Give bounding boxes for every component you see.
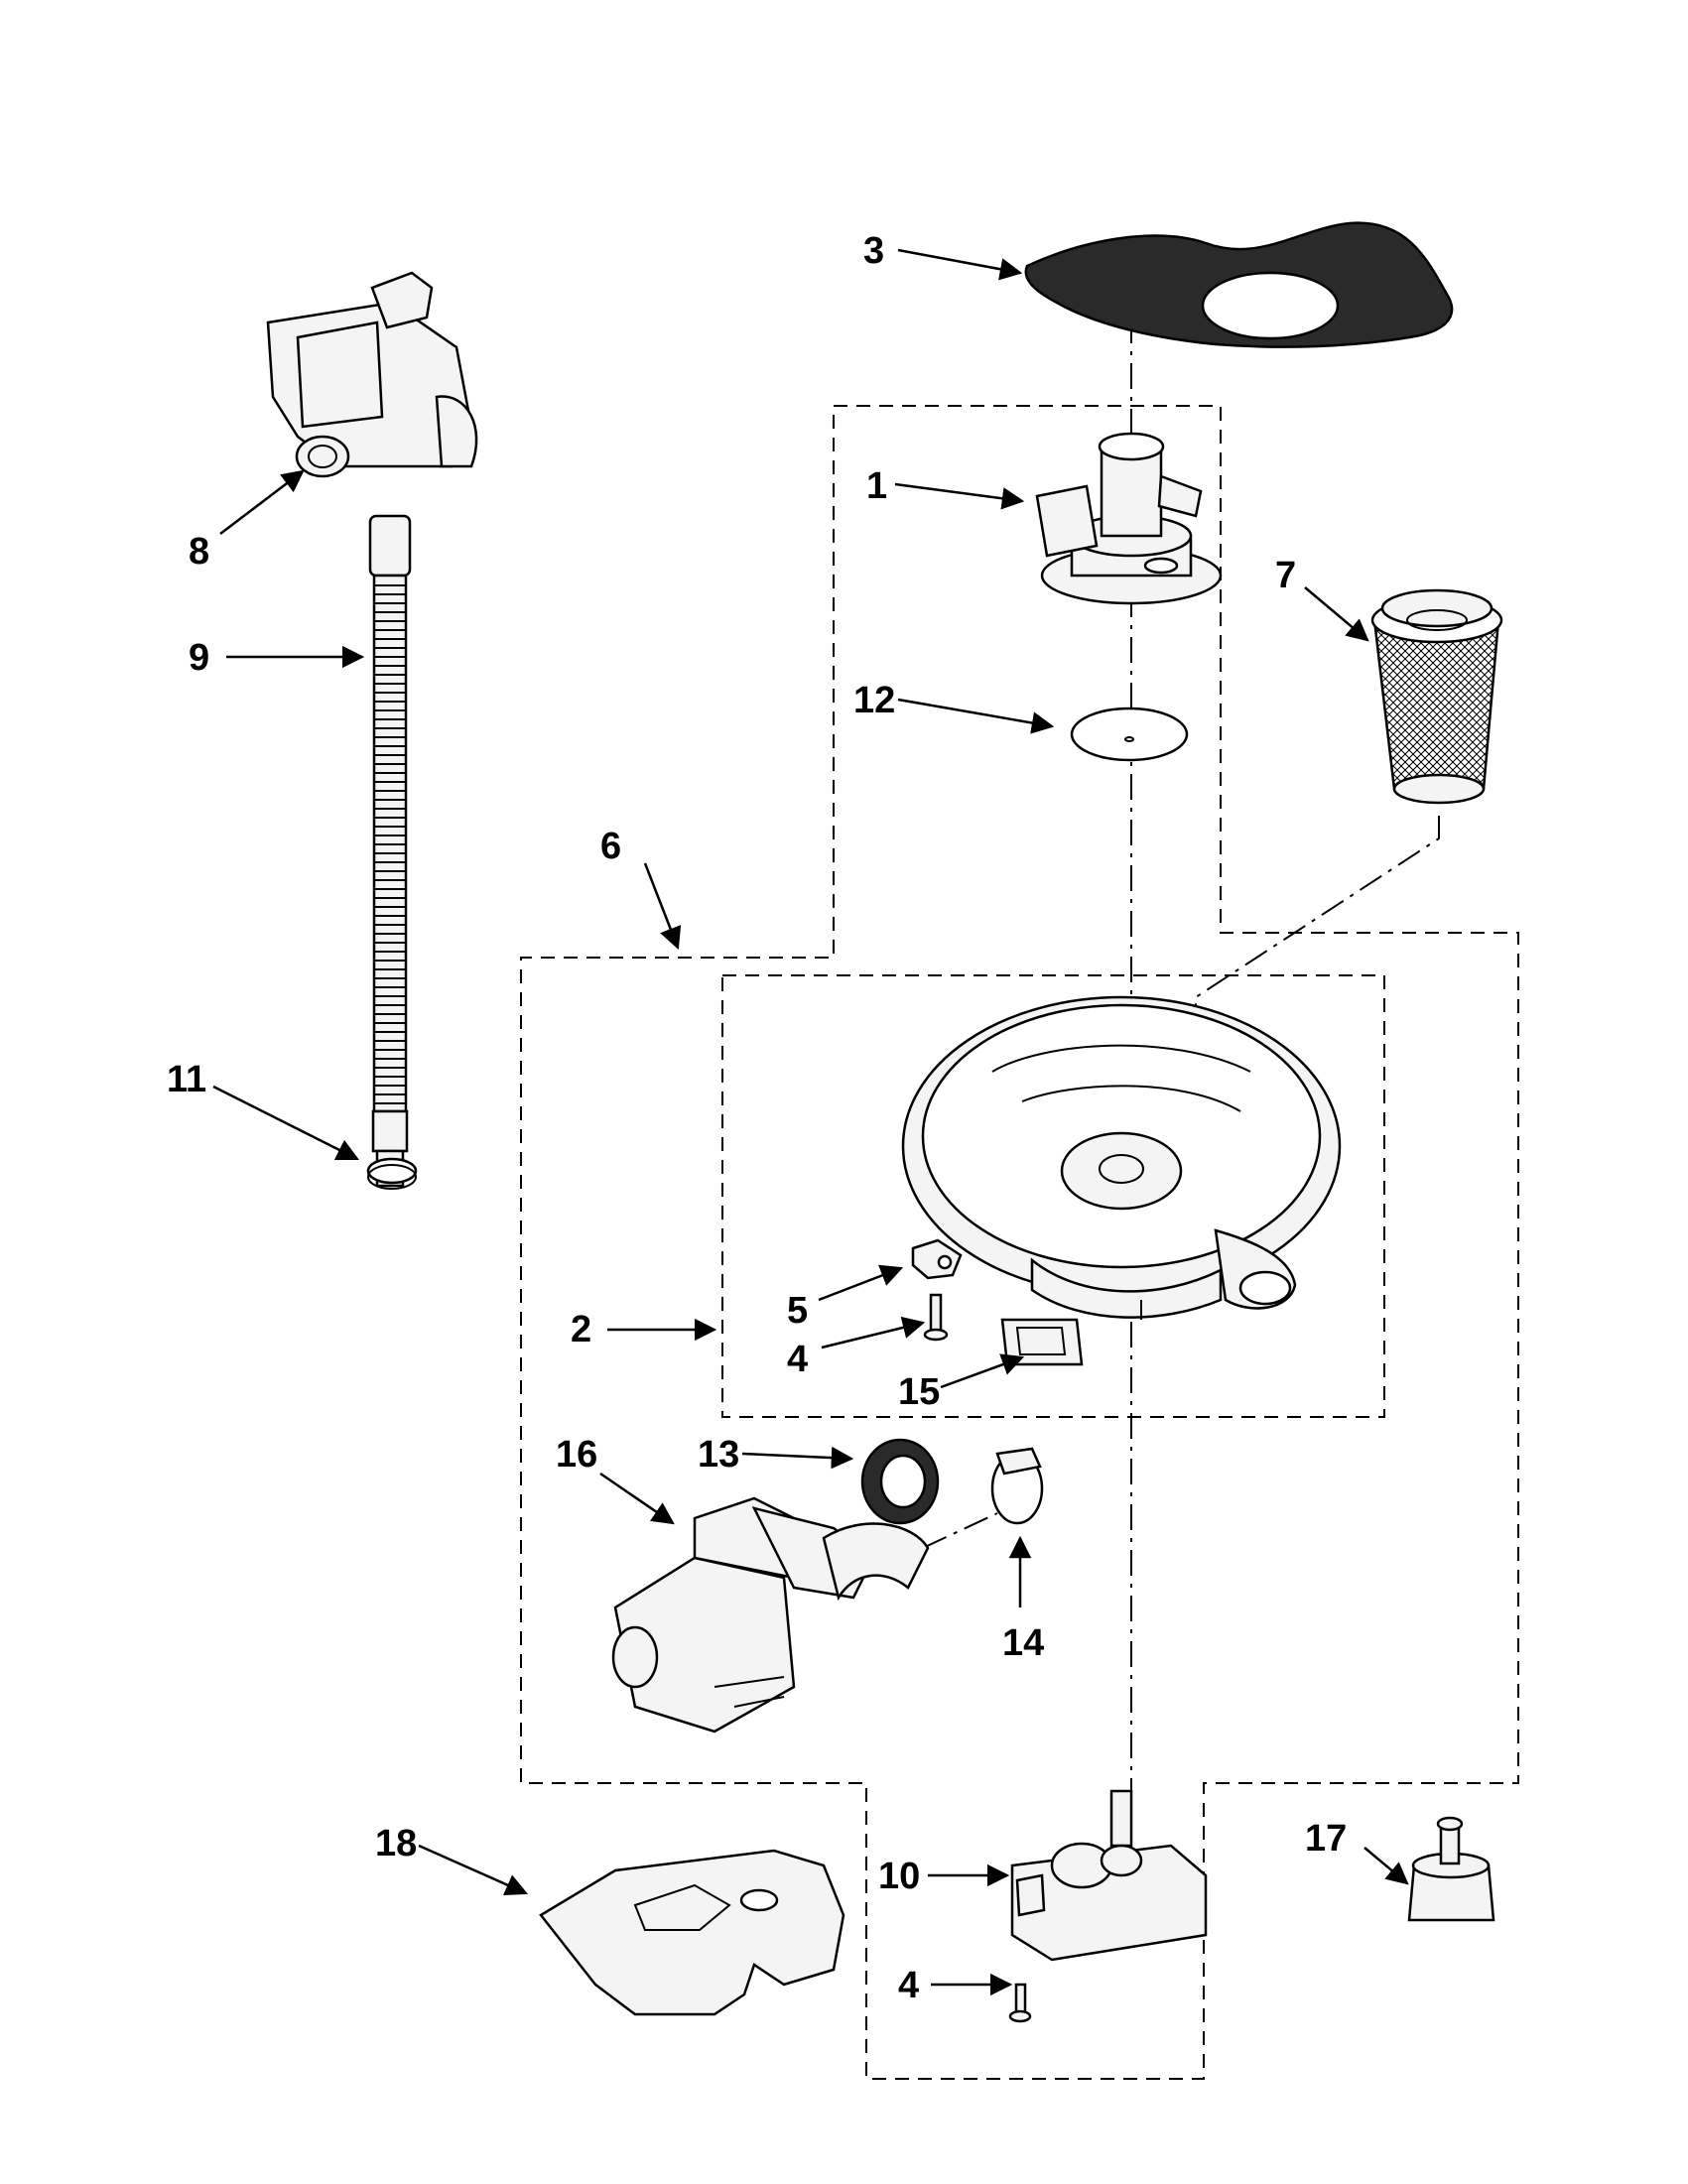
part-12-disc <box>1070 707 1189 762</box>
part-1-valve-assembly <box>1035 432 1223 605</box>
callout-4-lower: 4 <box>898 1965 919 2006</box>
part-10-diverter-motor <box>1010 1789 1208 1962</box>
assembly-1-boundary <box>520 405 1519 2080</box>
callout-16: 16 <box>556 1434 597 1476</box>
callout-15: 15 <box>898 1371 940 1413</box>
part-18-base-cover <box>539 1849 845 2016</box>
part-14-hose-clamp <box>990 1447 1044 1525</box>
part-17-small-valve <box>1407 1816 1495 1922</box>
callout-18: 18 <box>375 1823 417 1864</box>
part-3-filter-cover <box>1024 221 1454 348</box>
callout-17: 17 <box>1305 1818 1347 1860</box>
filter-axis <box>1195 816 1440 1166</box>
callout-7: 7 <box>1275 555 1296 596</box>
leader-lines <box>212 248 1409 1996</box>
callout-labels: 3 1 12 7 8 9 6 11 2 5 4 15 13 16 14 18 1… <box>167 230 1347 2006</box>
part-sump-basin <box>901 995 1342 1320</box>
callout-8: 8 <box>189 531 209 573</box>
callout-11: 11 <box>167 1059 206 1100</box>
callout-9: 9 <box>189 637 209 679</box>
part-6-sensor-clip <box>911 1238 963 1280</box>
callout-10: 10 <box>878 1856 920 1897</box>
callout-6: 5 <box>787 1290 808 1332</box>
part-4-screw-upper <box>923 1293 949 1342</box>
callout-1: 1 <box>866 465 887 507</box>
part-7-mesh-filter <box>1370 588 1503 805</box>
hose-axis <box>922 1512 998 1549</box>
callout-3: 3 <box>863 230 884 272</box>
callout-5: 6 <box>600 826 621 867</box>
part-13-seal-ring <box>860 1438 940 1525</box>
part-4-screw-lower <box>1008 1983 1032 2023</box>
part-15-connector <box>1000 1318 1084 1366</box>
part-11-hose-clamp <box>366 1157 418 1190</box>
callout-12: 12 <box>853 680 895 721</box>
part-9-drain-hose <box>368 514 412 1188</box>
part-8-drain-pump <box>266 271 478 478</box>
callout-14: 14 <box>1002 1622 1044 1664</box>
callout-4-upper: 4 <box>787 1339 808 1380</box>
callout-13: 13 <box>698 1434 739 1476</box>
callout-2: 2 <box>571 1309 591 1350</box>
assembly-2-boundary <box>721 974 1385 1418</box>
part-16-circulation-pump <box>611 1496 930 1734</box>
